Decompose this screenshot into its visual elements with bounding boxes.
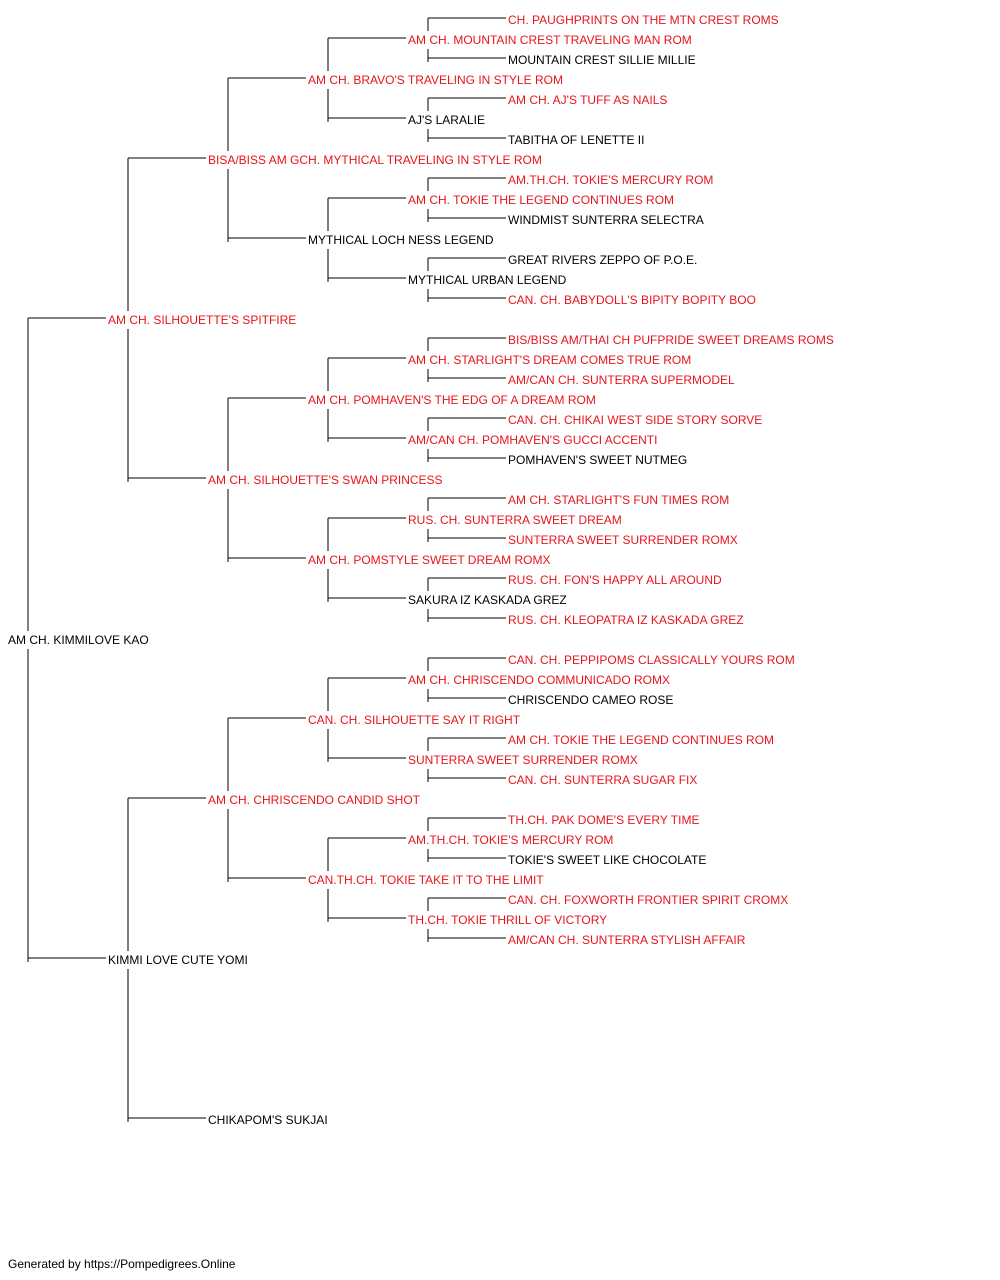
pedigree-entry: CAN. CH. SUNTERRA SUGAR FIX — [508, 773, 697, 787]
pedigree-entry: RUS. CH. FON'S HAPPY ALL AROUND — [508, 573, 722, 587]
pedigree-entry: AM CH. AJ'S TUFF AS NAILS — [508, 93, 667, 107]
pedigree-entry: TOKIE'S SWEET LIKE CHOCOLATE — [508, 853, 706, 867]
pedigree-entry: CHRISCENDO CAMEO ROSE — [508, 693, 673, 707]
pedigree-entry: AM/CAN CH. POMHAVEN'S GUCCI ACCENTI — [408, 433, 657, 447]
pedigree-entry: AM CH. KIMMILOVE KAO — [8, 633, 149, 647]
pedigree-entry: SAKURA IZ KASKADA GREZ — [408, 593, 567, 607]
footer-credit: Generated by https://Pompedigrees.Online — [8, 1257, 236, 1271]
pedigree-entry: CHIKAPOM'S SUKJAI — [208, 1113, 328, 1127]
pedigree-entry: AM CH. STARLIGHT'S FUN TIMES ROM — [508, 493, 729, 507]
pedigree-entry: CAN. CH. SILHOUETTE SAY IT RIGHT — [308, 713, 521, 727]
pedigree-entry: POMHAVEN'S SWEET NUTMEG — [508, 453, 687, 467]
pedigree-entry: RUS. CH. KLEOPATRA IZ KASKADA GREZ — [508, 613, 744, 627]
pedigree-entry: AJ'S LARALIE — [408, 113, 485, 127]
pedigree-entry: AM CH. MOUNTAIN CREST TRAVELING MAN ROM — [408, 33, 692, 47]
pedigree-entry: WINDMIST SUNTERRA SELECTRA — [508, 213, 704, 227]
pedigree-entry: AM CH. CHRISCENDO COMMUNICADO ROMX — [408, 673, 670, 687]
pedigree-entry: GREAT RIVERS ZEPPO OF P.O.E. — [508, 253, 697, 267]
pedigree-entry: AM CH. STARLIGHT'S DREAM COMES TRUE ROM — [408, 353, 691, 367]
pedigree-entry: AM/CAN CH. SUNTERRA STYLISH AFFAIR — [508, 933, 746, 947]
pedigree-entry: CAN. CH. PEPPIPOMS CLASSICALLY YOURS ROM — [508, 653, 795, 667]
pedigree-entry: AM/CAN CH. SUNTERRA SUPERMODEL — [508, 373, 735, 387]
pedigree-entry: CAN. CH. FOXWORTH FRONTIER SPIRIT CROMX — [508, 893, 788, 907]
pedigree-entry: BISA/BISS AM GCH. MYTHICAL TRAVELING IN … — [208, 153, 542, 167]
pedigree-entry: AM CH. POMSTYLE SWEET DREAM ROMX — [308, 553, 550, 567]
pedigree-tree: AM CH. KIMMILOVE KAO AM CH. SILHOUETTE'S … — [8, 13, 834, 1127]
pedigree-entry: SUNTERRA SWEET SURRENDER ROMX — [508, 533, 738, 547]
pedigree-entry: MOUNTAIN CREST SILLIE MILLIE — [508, 53, 696, 67]
pedigree-entry: TH.CH. PAK DOME'S EVERY TIME — [508, 813, 699, 827]
pedigree-entry: AM CH. POMHAVEN'S THE EDG OF A DREAM ROM — [308, 393, 596, 407]
pedigree-entry: AM CH. TOKIE THE LEGEND CONTINUES ROM — [508, 733, 774, 747]
pedigree-entry: CAN. CH. BABYDOLL'S BIPITY BOPITY BOO — [508, 293, 756, 307]
pedigree-entry: BIS/BISS AM/THAI CH PUFPRIDE SWEET DREAM… — [508, 333, 834, 347]
pedigree-entry: RUS. CH. SUNTERRA SWEET DREAM — [408, 513, 622, 527]
pedigree-entry: CAN. CH. CHIKAI WEST SIDE STORY SORVE — [508, 413, 762, 427]
pedigree-entry: MYTHICAL URBAN LEGEND — [408, 273, 567, 287]
pedigree-entry: CAN.TH.CH. TOKIE TAKE IT TO THE LIMIT — [308, 873, 544, 887]
pedigree-entry: AM.TH.CH. TOKIE'S MERCURY ROM — [408, 833, 613, 847]
pedigree-entry: AM CH. TOKIE THE LEGEND CONTINUES ROM — [408, 193, 674, 207]
pedigree-entry: AM CH. BRAVO'S TRAVELING IN STYLE ROM — [308, 73, 563, 87]
pedigree-entry: MYTHICAL LOCH NESS LEGEND — [308, 233, 494, 247]
pedigree-entry: AM CH. SILHOUETTE'S SPITFIRE — [108, 313, 296, 327]
pedigree-entry: SUNTERRA SWEET SURRENDER ROMX — [408, 753, 638, 767]
pedigree-entry: AM CH. CHRISCENDO CANDID SHOT — [208, 793, 421, 807]
pedigree-entry: AM.TH.CH. TOKIE'S MERCURY ROM — [508, 173, 713, 187]
pedigree-entry: CH. PAUGHPRINTS ON THE MTN CREST ROMS — [508, 13, 779, 27]
pedigree-entry: TABITHA OF LENETTE II — [508, 133, 644, 147]
pedigree-entry: KIMMI LOVE CUTE YOMI — [108, 953, 248, 967]
pedigree-entry: AM CH. SILHOUETTE'S SWAN PRINCESS — [208, 473, 443, 487]
pedigree-entry: TH.CH. TOKIE THRILL OF VICTORY — [408, 913, 607, 927]
